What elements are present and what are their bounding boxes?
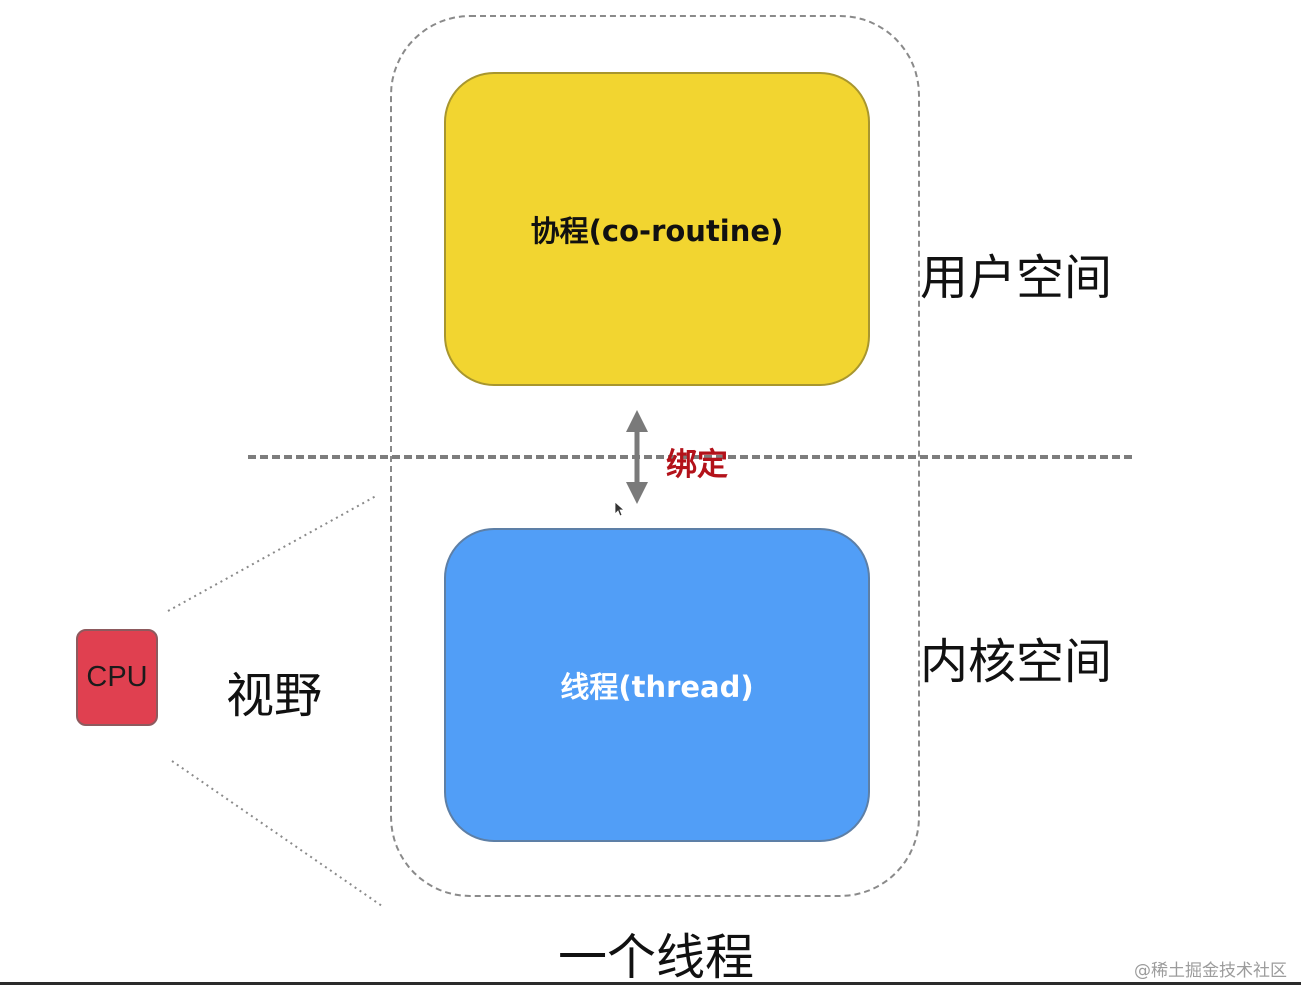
cpu-box: CPU <box>76 629 158 726</box>
view-label: 视野 <box>226 668 323 724</box>
view-line-top <box>167 495 377 612</box>
bind-label: 绑定 <box>666 447 728 483</box>
view-line-bottom <box>171 760 383 907</box>
thread-box: 线程(thread) <box>444 528 870 842</box>
one-thread-label: 一个线程 <box>558 929 755 985</box>
thread-label: 线程(thread) <box>560 670 754 704</box>
coroutine-label: 协程(co-routine) <box>530 214 784 248</box>
coroutine-box: 协程(co-routine) <box>444 72 870 386</box>
user-space-label: 用户空间 <box>920 250 1113 306</box>
cpu-label: CPU <box>86 661 148 693</box>
bottom-edge <box>0 982 1301 985</box>
kernel-space-label: 内核空间 <box>920 634 1113 690</box>
watermark: @稀土掘金技术社区 <box>1134 961 1287 981</box>
user-kernel-divider <box>248 455 1132 459</box>
